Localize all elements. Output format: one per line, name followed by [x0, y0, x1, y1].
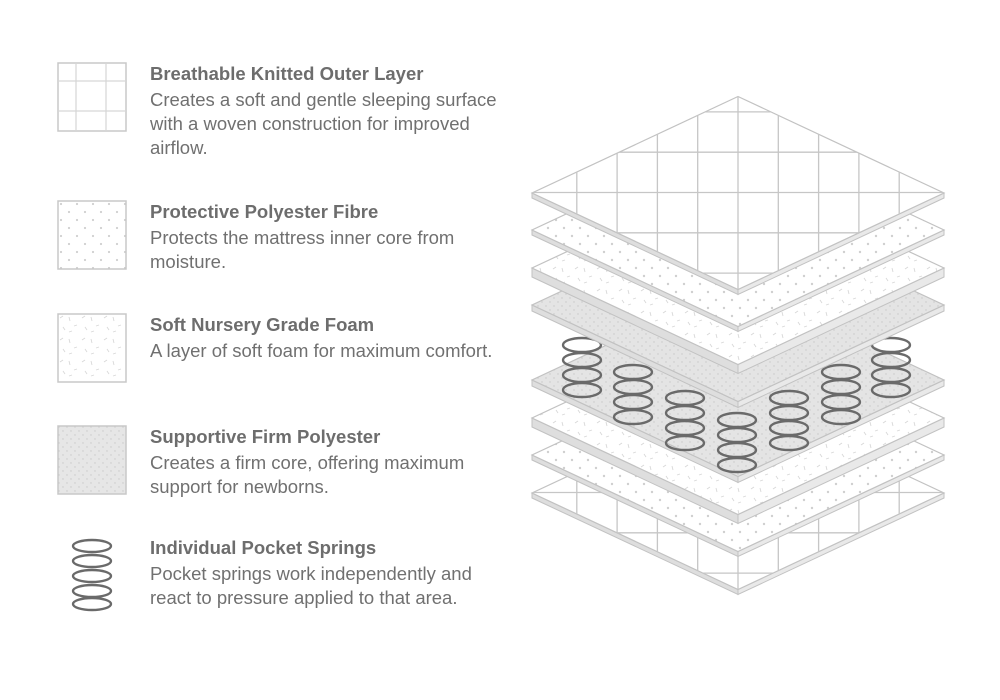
fleck-pattern-icon — [57, 313, 127, 383]
mattress-layers-svg — [530, 95, 946, 596]
legend-description: Creates a firm core, offering maximum su… — [150, 452, 465, 497]
spring-icon — [57, 536, 127, 612]
legend-title: Soft Nursery Grade Foam — [150, 314, 375, 335]
legend-description: Pocket springs work independently and re… — [150, 563, 472, 608]
legend-description: A layer of soft foam for maximum comfort… — [150, 340, 493, 361]
legend-description: Protects the mattress inner core from mo… — [150, 227, 455, 272]
legend-title: Protective Polyester Fibre — [150, 201, 379, 222]
dot-pattern-icon — [57, 200, 127, 270]
legend-title: Individual Pocket Springs — [150, 537, 377, 558]
pocket-spring — [768, 389, 810, 452]
mattress-diagram — [500, 0, 1000, 700]
pocket-spring — [664, 389, 706, 452]
pocket-spring — [561, 336, 603, 399]
legend-title: Supportive Firm Polyester — [150, 426, 381, 447]
pocket-spring — [612, 363, 654, 426]
legend-description: Creates a soft and gentle sleeping surfa… — [150, 89, 497, 158]
legend-title: Breathable Knitted Outer Layer — [150, 63, 424, 84]
legend: Breathable Knitted Outer Layer Creates a… — [57, 62, 497, 612]
grid-pattern-icon — [57, 62, 127, 132]
gray-dot-pattern-icon — [57, 425, 127, 495]
pocket-spring — [716, 411, 758, 474]
springs-group — [561, 336, 912, 474]
pocket-spring — [820, 363, 862, 426]
